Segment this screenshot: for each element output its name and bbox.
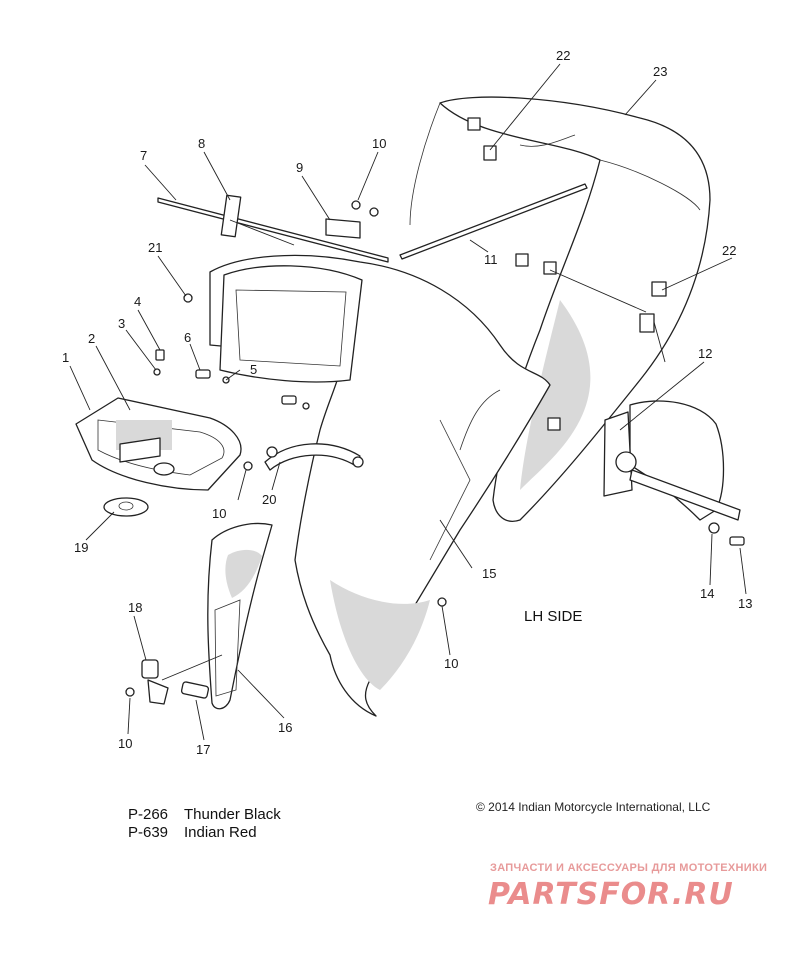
color-options-list: P-266 Thunder Black P-639 Indian Red [128, 806, 281, 842]
color-name: Thunder Black [184, 806, 281, 823]
callout-19: 19 [74, 540, 88, 555]
callout-22: 22 [556, 48, 570, 63]
speaker-housing-part [75, 397, 242, 491]
callout-labels: 7 8 9 10 11 22 23 22 12 21 4 3 2 1 6 5 1… [62, 48, 752, 757]
callout-11: 11 [484, 252, 498, 267]
emblem-part [103, 497, 149, 517]
copyright-notice: © 2014 Indian Motorcycle International, … [476, 800, 711, 814]
callout-17: 17 [196, 742, 210, 757]
side-vent-part [603, 400, 741, 521]
callout-4: 4 [134, 294, 141, 309]
seal-strip-part [157, 194, 389, 263]
bracket-part [325, 200, 379, 239]
callout-5: 5 [250, 362, 257, 377]
callout-10: 10 [212, 506, 226, 521]
callout-2: 2 [88, 331, 95, 346]
callout-20: 20 [262, 492, 276, 507]
watermark-logo: PARTSFOR.RU [488, 877, 734, 912]
inner-fairing-part [209, 254, 551, 717]
reinforcement-bracket-part [264, 443, 364, 471]
lower-duct-panel-part [207, 522, 273, 710]
callout-10: 10 [444, 656, 458, 671]
callout-3: 3 [118, 316, 125, 331]
color-code: P-639 [128, 824, 169, 841]
fasteners [125, 117, 745, 697]
callout-6: 6 [184, 330, 191, 345]
callout-10: 10 [372, 136, 386, 151]
callout-22: 22 [722, 243, 736, 258]
callout-16: 16 [278, 720, 292, 735]
callout-23: 23 [653, 64, 667, 79]
color-name: Indian Red [184, 824, 257, 841]
callout-15: 15 [482, 566, 496, 581]
callout-10: 10 [118, 736, 132, 751]
watermark-tagline: ЗАПЧАСТИ И АКСЕССУАРЫ ДЛЯ МОТОТЕХНИКИ [490, 862, 768, 874]
windshield-fairing-part [409, 96, 711, 522]
callout-7: 7 [140, 148, 147, 163]
callout-13: 13 [738, 596, 752, 611]
color-option: P-266 Thunder Black [128, 806, 281, 824]
leader-lines [69, 63, 747, 741]
callout-8: 8 [198, 136, 205, 151]
callout-9: 9 [296, 160, 303, 175]
side-label: LH SIDE [524, 608, 583, 625]
callout-1: 1 [62, 350, 69, 365]
callout-12: 12 [698, 346, 712, 361]
color-code: P-266 [128, 806, 169, 823]
callout-21: 21 [148, 240, 162, 255]
callout-14: 14 [700, 586, 714, 601]
trim-strip-part [399, 183, 588, 260]
color-option: P-639 Indian Red [128, 824, 281, 842]
callout-18: 18 [128, 600, 142, 615]
clip-part [141, 659, 210, 705]
